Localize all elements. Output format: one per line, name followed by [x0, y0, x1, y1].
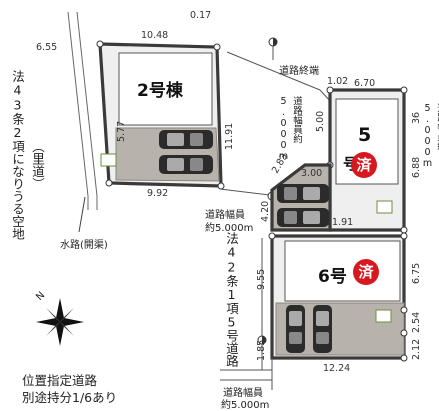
lot-2-meter-icon	[100, 153, 117, 167]
dim-lot5-right-b: 36	[411, 111, 422, 124]
label-road-width-mid-1: 道路幅員	[205, 210, 245, 221]
label-road-width-bottom-2: 約5.000m	[221, 400, 270, 411]
mid-car-2-icon	[277, 208, 329, 227]
dim-lot6-bottom-left: 1.85	[256, 339, 267, 361]
lot-2-name: 2号棟	[137, 81, 183, 101]
dim-lot2-left: 6.55	[36, 42, 58, 53]
lot-6-name: 6号	[318, 267, 347, 287]
dim-lot6-right-b: 2.54	[411, 311, 422, 333]
label-designated-road: 位置指定道路	[22, 373, 98, 388]
lot-5-sold-badge: 済	[351, 152, 377, 178]
waterway-leader	[78, 196, 86, 233]
dim-lot6-right: 6.75	[411, 262, 422, 284]
lot-2	[96, 40, 225, 190]
dim-lot2-bottom: 9.92	[147, 188, 169, 199]
label-road-width-vertical: 道路幅員約5.000m	[278, 96, 302, 162]
lot-5-name: 5	[358, 124, 372, 146]
label-road-width-bottom-1: 道路幅員	[223, 388, 263, 399]
dim-lot6-right-c: 2.12	[411, 338, 422, 360]
lot-6-road-lines	[220, 238, 273, 390]
north-arrow-icon	[36, 298, 84, 346]
lot-6-car-2-icon	[313, 305, 332, 353]
label-road-end: 道路終端	[279, 66, 319, 77]
dim-lot5-left: 5.00	[315, 110, 326, 132]
lot-2-building	[118, 52, 213, 126]
lot-6	[268, 232, 408, 362]
lot-2-car-2-icon	[159, 155, 213, 174]
dim-lot5-top-a: 1.02	[327, 76, 349, 87]
label-law43: 法43条2項になりうる空地	[10, 70, 25, 240]
dim-lot6-left: 9.55	[256, 268, 267, 290]
mid-parking	[270, 163, 332, 232]
label-law43-paren: （里道）	[30, 140, 45, 190]
dim-mid-left: 4.20	[260, 200, 271, 222]
lot-5-meter-icon	[376, 200, 393, 214]
dim-lot2-top-offset: 0.17	[190, 10, 212, 21]
dim-lot5-bottom: 3.00	[301, 168, 323, 179]
label-waterway: 水路(開渠)	[60, 240, 108, 251]
dim-lot6-bottom: 12.24	[323, 363, 351, 374]
label-road-width-mid-2: 約5.000m	[205, 223, 254, 234]
dim-lot2-right: 11.91	[224, 122, 235, 150]
left-lane-lines	[67, 11, 98, 210]
lot-2-car-1-icon	[159, 130, 213, 149]
mid-car-1-icon	[277, 184, 329, 203]
dim-lot2-top: 10.48	[141, 30, 169, 41]
dim-lot2-left-inner: 5.77	[116, 120, 127, 142]
lot-6-sold-badge: 済	[353, 259, 379, 285]
label-designated-share: 別途持分1/6あり	[22, 390, 118, 405]
dim-lot5-top-b: 6.70	[354, 78, 376, 89]
label-law42: 法42条1項5号道路	[224, 232, 239, 367]
dim-mid-width: 11.91	[326, 217, 354, 228]
lot-6-car-1-icon	[286, 305, 305, 353]
lot-6-building	[284, 240, 401, 302]
lot-6-meter-icon	[375, 309, 392, 323]
dim-lot5-right: 6.88	[411, 156, 422, 178]
label-road-width-right: 道路幅員約5.000m	[422, 103, 439, 169]
